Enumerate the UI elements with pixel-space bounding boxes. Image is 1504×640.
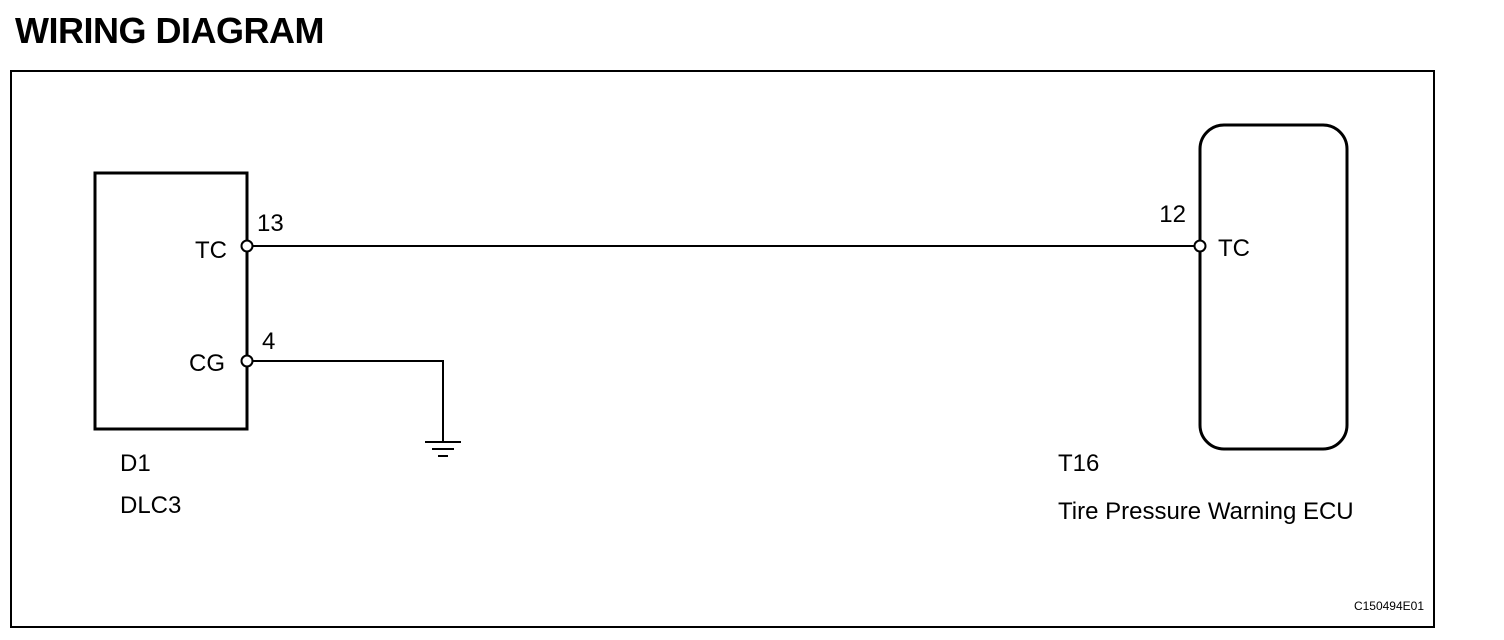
figure-id: C150494E01 [1354, 599, 1424, 613]
page-title: WIRING DIAGRAM [15, 10, 324, 51]
cg-wire [253, 360, 444, 442]
ground-symbol-icon [425, 441, 461, 457]
ecu-box [1198, 123, 1349, 451]
diagram-frame [10, 70, 1435, 628]
ecu-tc-pin-label: TC [1218, 235, 1250, 262]
dlc3-tc-terminal [240, 239, 254, 253]
dlc3-connector-name: DLC3 [120, 492, 181, 519]
dlc3-cg-pin-number: 4 [262, 328, 275, 355]
ecu-tc-terminal [1193, 239, 1207, 253]
ecu-connector-name: Tire Pressure Warning ECU [1058, 498, 1354, 525]
dlc3-connector-box [93, 171, 249, 431]
dlc3-cg-terminal [240, 354, 254, 368]
ecu-connector-code: T16 [1058, 450, 1099, 477]
dlc3-tc-pin-number: 13 [257, 210, 284, 237]
dlc3-tc-pin-label: TC [195, 237, 227, 264]
dlc3-cg-pin-label: CG [189, 350, 225, 377]
ecu-tc-pin-number: 12 [1159, 201, 1186, 228]
dlc3-connector-code: D1 [120, 450, 151, 477]
